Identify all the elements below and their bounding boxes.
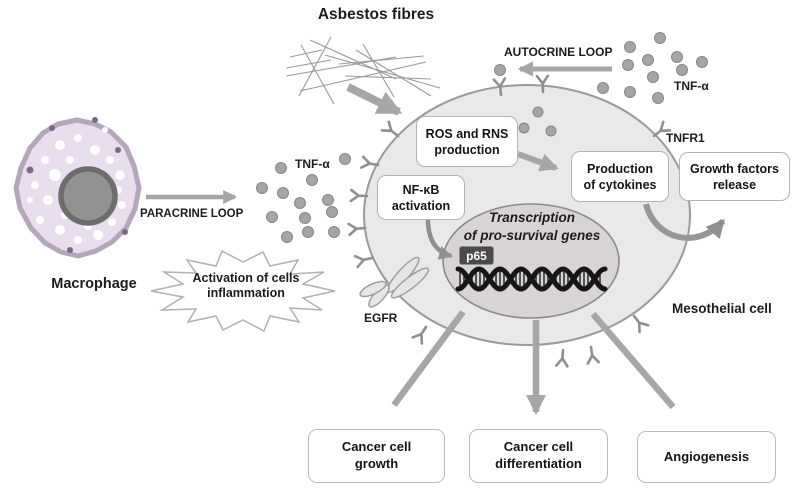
cytokines-box: Production of cytokines bbox=[571, 151, 669, 202]
growth-factors-box: Growth factors release bbox=[679, 152, 790, 201]
paracrine-loop-label: PARACRINE LOOP bbox=[140, 208, 244, 220]
mesothelial-cell-label: Mesothelial cell bbox=[672, 301, 772, 316]
dna-helix-icon bbox=[455, 266, 608, 292]
ros-rns-box: ROS and RNS production bbox=[416, 116, 518, 167]
nfkb-box: NF-κB activation bbox=[377, 175, 465, 220]
asbestos-fibres-icon bbox=[285, 36, 441, 105]
cancer-cell-differentiation-box: Cancer cell differentiation bbox=[469, 429, 608, 483]
tnf-molecules-right bbox=[494, 32, 708, 104]
inflammation-starburst bbox=[150, 249, 336, 333]
figure-title: Asbestos fibres bbox=[317, 6, 435, 23]
egfr-receptor-icon bbox=[359, 256, 430, 308]
nfkb-to-p65-arrow bbox=[425, 214, 454, 260]
angiogenesis-box: Angiogenesis bbox=[637, 431, 776, 483]
egfr-label: EGFR bbox=[364, 311, 398, 325]
cancer-cell-growth-box: Cancer cell growth bbox=[308, 429, 445, 483]
macrophage-nucleus bbox=[58, 166, 118, 226]
cell-nucleus bbox=[442, 203, 620, 319]
tnf-alpha-right-label: TNF-α bbox=[674, 79, 709, 93]
transcription-caption-line1: Transcription bbox=[488, 210, 576, 225]
macrophage-cell bbox=[13, 117, 142, 259]
ros-to-cytokines-arrow bbox=[516, 151, 559, 172]
arrows bbox=[146, 61, 726, 416]
asbestos-arrow bbox=[346, 83, 403, 116]
p65-badge: p65 bbox=[459, 246, 494, 265]
transcription-caption-line2: of pro-survival genes bbox=[463, 228, 601, 243]
cytokines-to-growth-arrow bbox=[643, 203, 726, 241]
tnf-alpha-left-label: TNF-α bbox=[295, 157, 330, 171]
tnfr1-label: TNFR1 bbox=[666, 131, 705, 145]
macrophage-label: Macrophage bbox=[51, 276, 137, 292]
outcome-arrow-right bbox=[590, 311, 676, 410]
inflammation-starburst-text: Activation of cells inflammation bbox=[192, 271, 300, 300]
tnf-molecules-inside bbox=[518, 106, 557, 137]
outcome-arrow-left bbox=[391, 310, 466, 407]
tnf-molecules-left bbox=[256, 153, 351, 243]
autocrine-loop-label: AUTOCRINE LOOP bbox=[504, 45, 613, 59]
